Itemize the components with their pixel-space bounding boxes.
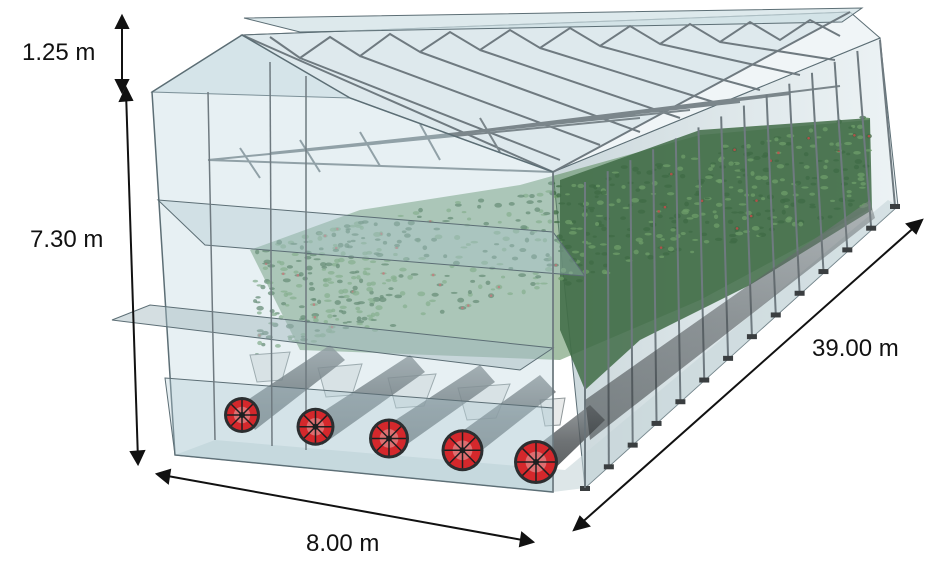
fan-1 — [224, 397, 260, 433]
fan-4 — [441, 429, 484, 472]
width-label: 8.00 m — [306, 530, 379, 557]
fan-2 — [296, 407, 335, 446]
roof-height-label: 1.25 m — [22, 39, 95, 66]
gable-mullions — [207, 61, 586, 492]
fan-3 — [369, 418, 409, 459]
length-label: 39.00 m — [812, 335, 899, 362]
width-arrow — [161, 474, 529, 542]
dimension-lines — [114, 13, 924, 548]
length-arrow — [577, 223, 919, 527]
wall-height-arrow — [125, 91, 139, 461]
roof-truss — [241, 11, 851, 173]
fan-5 — [514, 440, 558, 484]
long-duct — [585, 200, 875, 440]
overhead-grid — [207, 85, 841, 179]
wall-height-label: 7.30 m — [30, 226, 103, 253]
plant-leaves — [252, 115, 873, 359]
roof-vent-panel — [243, 7, 864, 33]
exhaust-fans — [224, 397, 558, 484]
